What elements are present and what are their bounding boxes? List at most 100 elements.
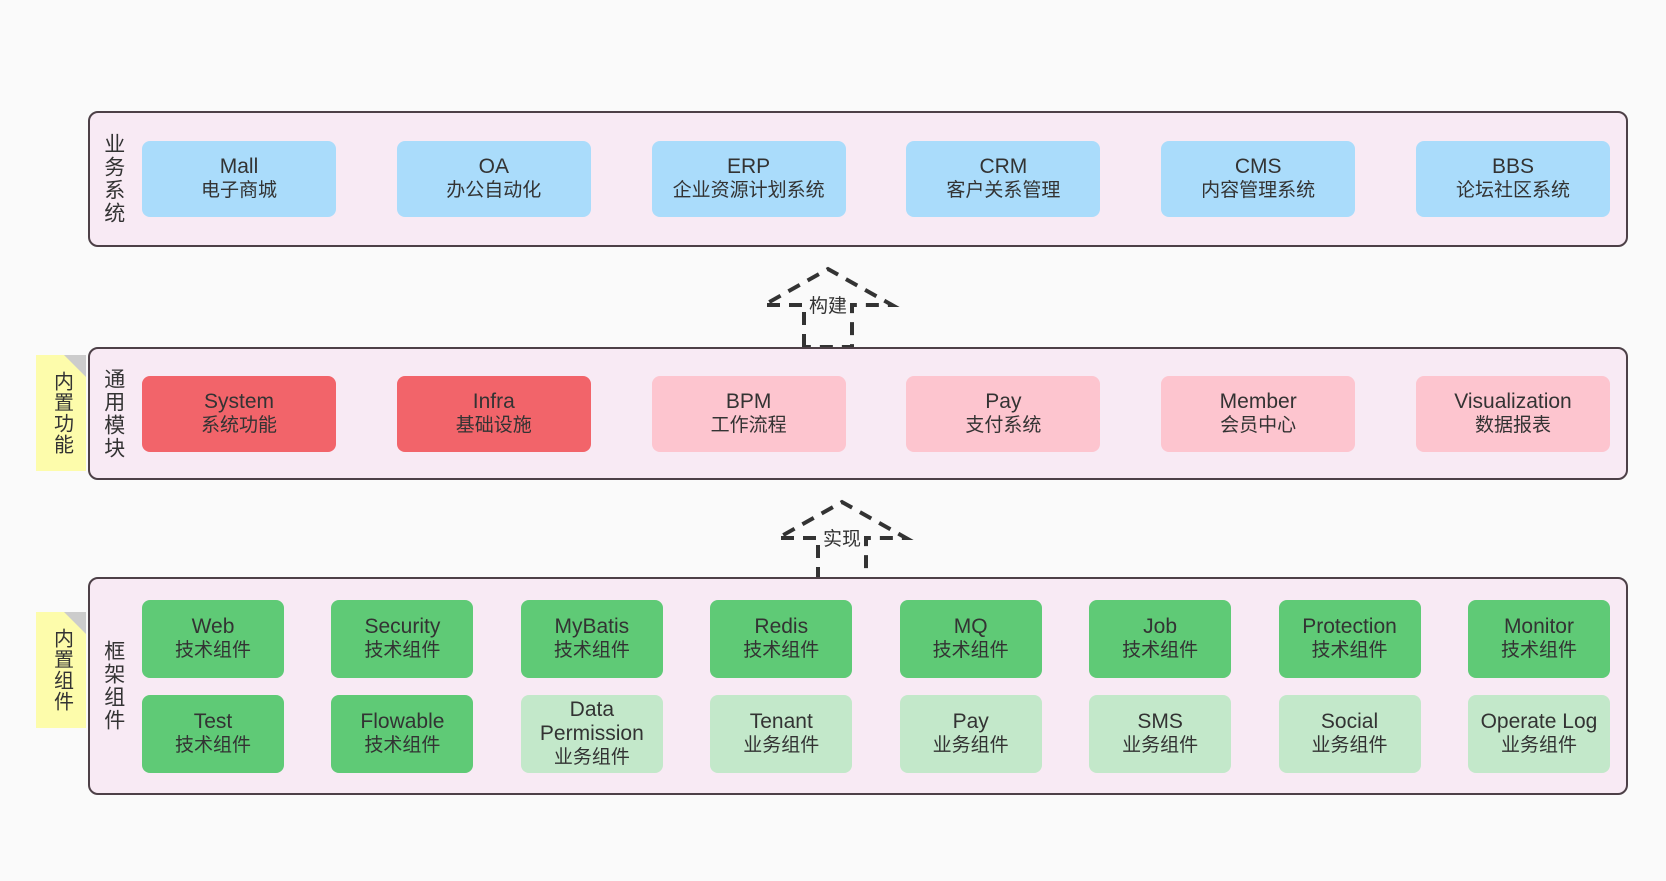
node-social[interactable]: Social 业务组件 xyxy=(1278,694,1421,773)
node-redis[interactable]: Redis 技术组件 xyxy=(710,599,853,678)
node-subtitle: 数据报表 xyxy=(1474,414,1551,436)
node-title: CMS xyxy=(1234,155,1282,179)
node-title: BPM xyxy=(725,389,772,413)
node-mq[interactable]: MQ 技术组件 xyxy=(899,599,1042,678)
node-title: Monitor xyxy=(1503,614,1574,638)
node-sms[interactable]: SMS 业务组件 xyxy=(1089,694,1232,773)
node-security[interactable]: Security 技术组件 xyxy=(331,599,474,678)
node-title: Infra xyxy=(472,389,515,413)
node-subtitle: 技术组件 xyxy=(743,639,820,661)
node-operate-log[interactable]: Operate Log 业务组件 xyxy=(1467,694,1610,773)
node-visualization[interactable]: Visualization 数据报表 xyxy=(1415,375,1610,452)
node-flowable[interactable]: Flowable 技术组件 xyxy=(331,694,474,773)
node-cms[interactable]: CMS 内容管理系统 xyxy=(1161,141,1356,217)
node-subtitle: 技术组件 xyxy=(174,734,251,756)
node-system[interactable]: System 系统功能 xyxy=(142,375,336,452)
node-title: Job xyxy=(1143,614,1178,638)
arrow-build-label: 构建 xyxy=(808,296,848,317)
node-subtitle: 工作流程 xyxy=(710,414,787,436)
node-tenant[interactable]: Tenant 业务组件 xyxy=(710,694,853,773)
node-subtitle: 支付系统 xyxy=(965,414,1042,436)
node-title: Pay xyxy=(985,389,1022,413)
node-subtitle: 业务组件 xyxy=(1500,734,1577,756)
node-subtitle: 系统功能 xyxy=(200,414,277,436)
node-job[interactable]: Job 技术组件 xyxy=(1089,599,1232,678)
node-test[interactable]: Test 技术组件 xyxy=(142,694,284,773)
node-pay-module[interactable]: Pay 支付系统 xyxy=(906,375,1101,452)
node-subtitle: 业务组件 xyxy=(932,734,1009,756)
node-title: Test xyxy=(193,709,233,733)
node-mybatis[interactable]: MyBatis 技术组件 xyxy=(520,599,663,678)
node-subtitle: 技术组件 xyxy=(553,639,630,661)
arrow-implement: 实现 xyxy=(766,498,918,583)
node-title: MyBatis xyxy=(554,614,630,638)
node-subtitle: 技术组件 xyxy=(932,639,1009,661)
node-title: SMS xyxy=(1137,709,1183,733)
node-title: Protection xyxy=(1302,614,1397,638)
node-title: Redis xyxy=(754,614,809,638)
node-title: Visualization xyxy=(1454,389,1572,413)
node-title: Pay xyxy=(952,709,989,733)
node-web[interactable]: Web 技术组件 xyxy=(142,599,284,678)
arrow-implement-label: 实现 xyxy=(822,529,862,550)
layer-title-common-modules: 通用模块 xyxy=(101,367,125,460)
layer-title-business-systems: 业务系统 xyxy=(101,133,125,225)
arrow-build-icon xyxy=(756,266,900,349)
node-monitor[interactable]: Monitor 技术组件 xyxy=(1467,599,1610,678)
layer-common-modules: 通用模块 System 系统功能 Infra 基础设施 BPM 工作流程 Pay… xyxy=(88,347,1628,480)
node-subtitle: 业务组件 xyxy=(1122,734,1199,756)
node-subtitle: 技术组件 xyxy=(1500,639,1577,661)
node-crm[interactable]: CRM 客户关系管理 xyxy=(906,141,1101,217)
note-builtin-components: 内置组件 xyxy=(36,612,86,728)
layer-framework-components: 框架组件 Web 技术组件 Security 技术组件 MyBatis 技术组件… xyxy=(88,577,1628,795)
node-infra[interactable]: Infra 基础设施 xyxy=(396,375,591,452)
node-title: ERP xyxy=(727,155,771,179)
node-title: Tenant xyxy=(749,709,813,733)
layer-body-business-systems: Mall 电子商城 OA 办公自动化 ERP 企业资源计划系统 CRM 客户关系… xyxy=(136,113,1626,245)
node-title: Data Permission xyxy=(539,697,644,746)
node-subtitle: 内容管理系统 xyxy=(1201,180,1316,202)
node-bbs[interactable]: BBS 论坛社区系统 xyxy=(1415,141,1610,217)
node-title: Flowable xyxy=(360,709,445,733)
node-pay-component[interactable]: Pay 业务组件 xyxy=(899,694,1042,773)
node-subtitle: 论坛社区系统 xyxy=(1455,180,1570,202)
node-title: Security xyxy=(364,614,441,638)
node-title: Member xyxy=(1219,389,1297,413)
node-subtitle: 业务组件 xyxy=(553,747,630,769)
node-subtitle: 企业资源计划系统 xyxy=(672,180,825,202)
node-erp[interactable]: ERP 企业资源计划系统 xyxy=(651,141,846,217)
node-protection[interactable]: Protection 技术组件 xyxy=(1278,599,1421,678)
node-title: MQ xyxy=(953,614,988,638)
node-subtitle: 技术组件 xyxy=(364,734,441,756)
node-subtitle: 业务组件 xyxy=(743,734,820,756)
node-subtitle: 电子商城 xyxy=(200,180,277,202)
node-subtitle: 基础设施 xyxy=(455,414,532,436)
node-subtitle: 技术组件 xyxy=(1122,639,1199,661)
node-member[interactable]: Member 会员中心 xyxy=(1161,375,1356,452)
node-subtitle: 会员中心 xyxy=(1220,414,1297,436)
arrow-build: 构建 xyxy=(752,265,904,350)
note-label: 内置组件 xyxy=(50,628,73,712)
layer-business-systems: 业务系统 Mall 电子商城 OA 办公自动化 ERP 企业资源计划系统 CRM… xyxy=(88,111,1628,247)
node-mall[interactable]: Mall 电子商城 xyxy=(142,141,336,217)
node-row: System 系统功能 Infra 基础设施 BPM 工作流程 Pay 支付系统… xyxy=(142,375,1610,452)
node-title: Social xyxy=(1320,709,1379,733)
node-title: Operate Log xyxy=(1480,709,1598,733)
node-row: Web 技术组件 Security 技术组件 MyBatis 技术组件 Redi… xyxy=(142,599,1610,678)
note-fold-icon xyxy=(64,612,86,634)
node-subtitle: 客户关系管理 xyxy=(946,180,1061,202)
node-title: System xyxy=(203,389,274,413)
node-subtitle: 技术组件 xyxy=(364,639,441,661)
node-title: OA xyxy=(478,155,509,179)
node-title: Web xyxy=(191,614,235,638)
note-label: 内置功能 xyxy=(50,371,73,455)
node-subtitle: 业务组件 xyxy=(1311,734,1388,756)
node-title: BBS xyxy=(1491,155,1534,179)
node-bpm[interactable]: BPM 工作流程 xyxy=(651,375,846,452)
node-oa[interactable]: OA 办公自动化 xyxy=(396,141,591,217)
layer-body-framework-components: Web 技术组件 Security 技术组件 MyBatis 技术组件 Redi… xyxy=(136,579,1626,793)
node-row: Mall 电子商城 OA 办公自动化 ERP 企业资源计划系统 CRM 客户关系… xyxy=(142,141,1610,217)
node-title: CRM xyxy=(979,155,1028,179)
node-data-permission[interactable]: Data Permission 业务组件 xyxy=(520,694,663,773)
